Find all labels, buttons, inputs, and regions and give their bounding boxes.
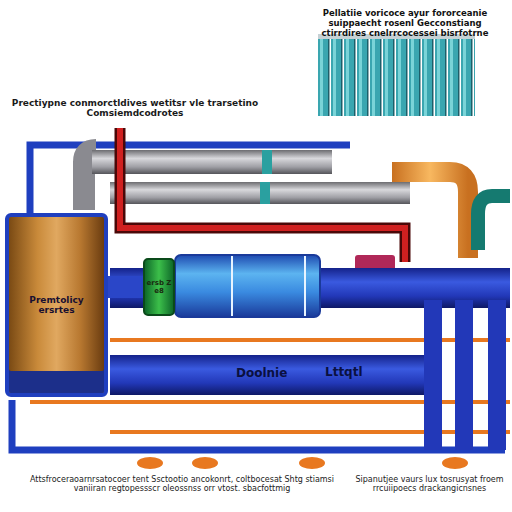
- support-foot: [442, 457, 468, 469]
- section-heading: Prectiypne conmorctldives wetitsr vle tr…: [4, 98, 266, 119]
- cylinder-band: [304, 256, 306, 316]
- node-text: Premtolicy ersrtes: [9, 295, 104, 316]
- note-text: Sipanutjee vaurs lux tosrusyat froem rrc…: [352, 475, 507, 493]
- filter-cylinder: [175, 255, 320, 317]
- red-pipe-edge: [120, 128, 405, 262]
- orange-pipe: [392, 172, 468, 258]
- note-text: Attsfroceraoarnrsatocoer tent Ssctootio …: [22, 475, 342, 493]
- orange-line: [110, 430, 510, 434]
- storage-tank: Premtolicy ersrtes: [5, 213, 108, 397]
- radiator-fins: [318, 34, 475, 116]
- node-text: ersb Ze8: [145, 279, 173, 295]
- lower-pipe: [110, 355, 430, 395]
- support-foot: [192, 457, 218, 469]
- support-foot: [299, 457, 325, 469]
- pipe-label: Doolnie: [236, 367, 306, 381]
- pipe-flange: [260, 182, 270, 204]
- vertical-pipe: [424, 300, 442, 450]
- teal-pipe: [478, 196, 510, 250]
- pipe-label: Lttqtl: [325, 366, 385, 380]
- pipe-coupling: ersb Ze8: [143, 258, 175, 316]
- red-pipe: [120, 128, 405, 262]
- support-foot: [137, 457, 163, 469]
- vertical-pipe: [488, 300, 506, 450]
- pipe-connector: [108, 276, 143, 298]
- radiator-bank: Pellatiie voricoce ayur fororceanie suip…: [305, 8, 505, 118]
- node-text: Pellatiie voricoce ayur fororceanie suip…: [305, 8, 505, 39]
- orange-line: [110, 338, 510, 342]
- pipe-flange: [262, 150, 272, 174]
- grey-pipe: [92, 150, 332, 174]
- cylinder-band: [231, 256, 233, 316]
- grey-pipe: [110, 182, 410, 204]
- vertical-pipe: [455, 300, 473, 450]
